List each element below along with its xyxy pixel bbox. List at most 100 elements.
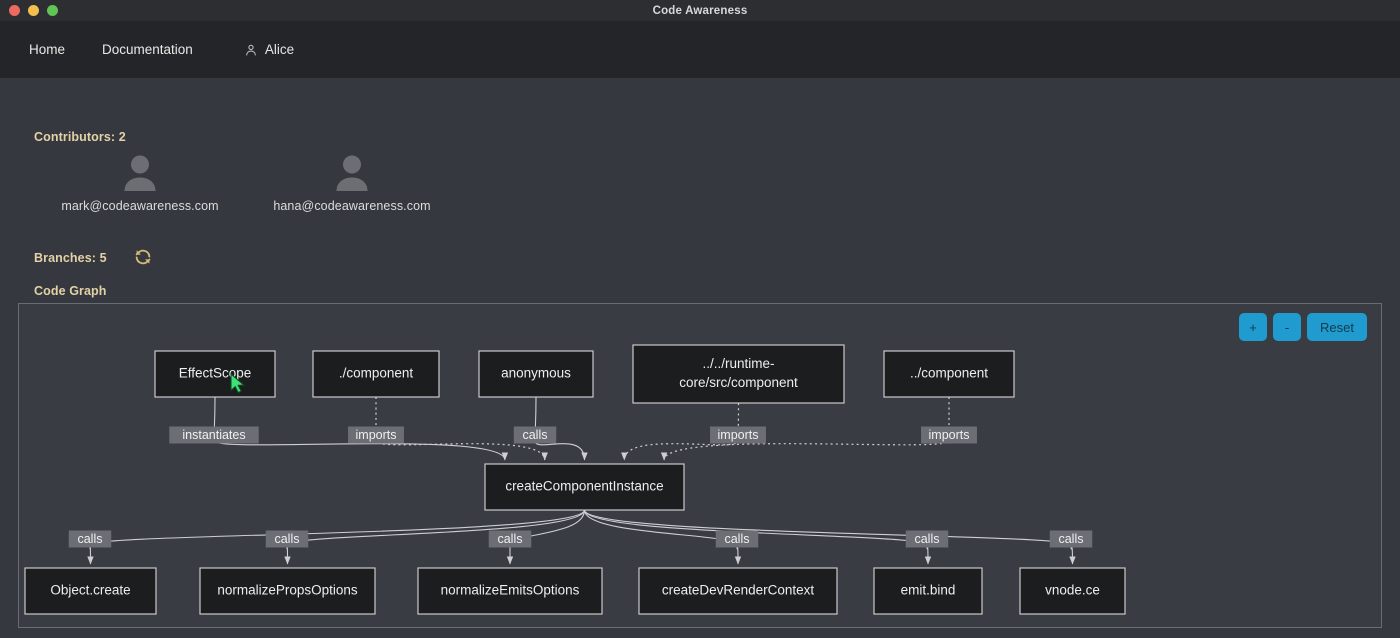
graph-edge: [660, 397, 950, 461]
main-navbar: Home Documentation Alice: [0, 21, 1400, 78]
close-button[interactable]: [9, 5, 20, 16]
edge-label-background: [348, 426, 404, 444]
window-titlebar: Code Awareness: [0, 0, 1400, 21]
edge-label: imports: [929, 428, 970, 442]
edge-label: instantiates: [182, 428, 245, 442]
graph-node[interactable]: createComponentInstance: [484, 463, 685, 511]
edge-label: calls: [724, 532, 749, 546]
graph-edge: [583, 509, 1076, 565]
nav-item-documentation[interactable]: Documentation: [98, 36, 197, 63]
graph-node-box[interactable]: [199, 567, 376, 615]
graph-node-label: emit.bind: [901, 583, 956, 598]
graph-node-box[interactable]: [632, 344, 845, 404]
edge-label: calls: [522, 428, 547, 442]
person-avatar-icon: [330, 150, 374, 194]
graph-node[interactable]: Object.create: [24, 567, 157, 615]
graph-nodes: EffectScope ./component anonymous ../../run…: [24, 344, 1126, 615]
graph-node-label: normalizeEmitsOptions: [441, 583, 580, 598]
graph-node[interactable]: ./component: [312, 350, 440, 398]
code-graph-heading: Code Graph: [34, 284, 107, 298]
graph-node-label: vnode.ce: [1045, 583, 1100, 598]
contributor-item[interactable]: hana@codeawareness.com: [246, 150, 458, 213]
graph-edge: [213, 396, 509, 461]
edge-label-background: [488, 530, 532, 548]
person-avatar-icon: [118, 150, 162, 194]
zoom-out-button[interactable]: -: [1273, 313, 1302, 341]
edge-label: imports: [718, 428, 759, 442]
contributors-list: mark@codeawareness.com hana@codeawarenes…: [34, 150, 458, 213]
maximize-button[interactable]: [47, 5, 58, 16]
edge-label: calls: [77, 532, 102, 546]
graph-node-box[interactable]: [24, 567, 157, 615]
nav-item-home-label: Home: [29, 42, 66, 57]
nav-item-user[interactable]: Alice: [240, 36, 298, 63]
graph-node-box[interactable]: [883, 350, 1015, 398]
graph-node-label: EffectScope: [179, 366, 252, 381]
zoom-in-button[interactable]: +: [1239, 313, 1268, 341]
traffic-lights: [9, 5, 58, 16]
edge-label: calls: [274, 532, 299, 546]
edge-label-background: [265, 530, 309, 548]
nav-item-home[interactable]: Home: [25, 36, 69, 63]
code-graph-canvas[interactable]: instantiates imports calls imports imports ca…: [19, 304, 1381, 627]
person-icon: [244, 43, 258, 57]
graph-edge: [583, 509, 742, 565]
graph-node-label: normalizePropsOptions: [217, 583, 358, 598]
graph-reset-button[interactable]: Reset: [1307, 313, 1367, 341]
edge-label-background: [169, 426, 259, 444]
edge-label: calls: [1058, 532, 1083, 546]
page-content: Contributors: 2 mark@codeawareness.com h…: [0, 78, 1400, 638]
graph-node-box[interactable]: [1019, 567, 1126, 615]
graph-node-box[interactable]: [417, 567, 603, 615]
graph-node-box[interactable]: [154, 350, 276, 398]
graph-edge: [375, 397, 548, 461]
edge-label: calls: [497, 532, 522, 546]
graph-node[interactable]: emit.bind: [873, 567, 983, 615]
edge-label-background: [513, 426, 557, 444]
graph-node[interactable]: EffectScope: [154, 350, 276, 398]
branches-heading: Branches: 5: [34, 251, 107, 265]
graph-edge: [621, 402, 740, 461]
graph-node-label: core/src/component: [679, 375, 798, 390]
window-title: Code Awareness: [652, 4, 748, 17]
edge-label-background: [715, 530, 759, 548]
graph-node-label: createDevRenderContext: [662, 583, 815, 598]
edge-label-background: [710, 426, 766, 444]
graph-node[interactable]: ../../runtime-core/src/component: [632, 344, 845, 404]
graph-node-label: Object.create: [50, 583, 130, 598]
graph-node[interactable]: normalizeEmitsOptions: [417, 567, 603, 615]
graph-edge: [583, 509, 932, 565]
code-graph-panel[interactable]: + - Reset instantiates imports calls import…: [18, 303, 1382, 628]
graph-node-box[interactable]: [638, 567, 838, 615]
contributors-heading: Contributors: 2: [34, 130, 126, 144]
contributor-item[interactable]: mark@codeawareness.com: [34, 150, 246, 213]
contributor-email: hana@codeawareness.com: [273, 199, 431, 213]
minimize-button[interactable]: [28, 5, 39, 16]
graph-node[interactable]: anonymous: [478, 350, 594, 398]
graph-zoom-controls: + - Reset: [1239, 313, 1367, 341]
graph-edge: [284, 509, 586, 565]
edge-label-background: [68, 530, 112, 548]
edge-label: imports: [356, 428, 397, 442]
nav-item-documentation-label: Documentation: [102, 42, 193, 57]
graph-node[interactable]: vnode.ce: [1019, 567, 1126, 615]
graph-node[interactable]: ../component: [883, 350, 1015, 398]
graph-node[interactable]: createDevRenderContext: [638, 567, 838, 615]
graph-node-box[interactable]: [873, 567, 983, 615]
graph-node[interactable]: normalizePropsOptions: [199, 567, 376, 615]
contributor-email: mark@codeawareness.com: [61, 199, 219, 213]
graph-node-label: createComponentInstance: [505, 479, 663, 494]
edge-label: calls: [914, 532, 939, 546]
graph-node-label: ../../runtime-: [702, 356, 774, 371]
graph-node-label: ../component: [910, 366, 988, 381]
graph-node-label: ./component: [339, 366, 414, 381]
graph-edges: [87, 396, 1076, 565]
graph-edge-labels: instantiates imports calls imports imports ca…: [68, 426, 1093, 548]
graph-node-box[interactable]: [484, 463, 685, 511]
edge-label-background: [1049, 530, 1093, 548]
graph-node-box[interactable]: [312, 350, 440, 398]
graph-edge: [87, 509, 586, 565]
graph-node-box[interactable]: [478, 350, 594, 398]
refresh-icon[interactable]: [134, 248, 152, 266]
graph-node-label: anonymous: [501, 366, 571, 381]
